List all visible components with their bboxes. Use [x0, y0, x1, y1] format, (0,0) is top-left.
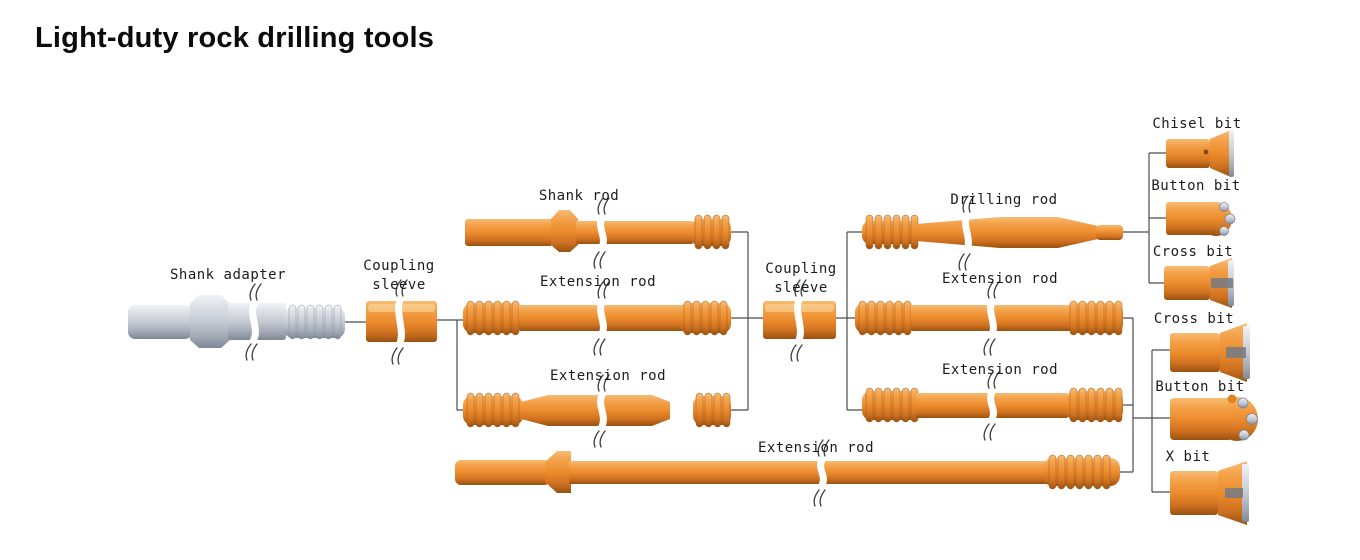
- connector-lines: [344, 152, 1170, 493]
- coupling-sleeve-2-label-line2: sleeve: [774, 280, 828, 296]
- x-bit: [1170, 461, 1249, 525]
- shank-adapter: [128, 295, 345, 348]
- coupling-sleeve-1-label-line1: Coupling: [363, 258, 435, 274]
- extension-rod-long: [455, 451, 1120, 493]
- cross-bit-top-label: Cross bit: [1152, 244, 1234, 260]
- drilling-rod: [862, 215, 1123, 249]
- chisel-bit-label: Chisel bit: [1152, 116, 1242, 132]
- extension-rod-mid-label: Extension rod: [539, 274, 657, 290]
- break-extension-rod-bottom: [593, 374, 610, 448]
- extension-rod-long-label: Extension rod: [757, 440, 875, 456]
- break-shank-adapter: [245, 283, 262, 361]
- button-bit-bottom: [1170, 394, 1258, 441]
- cross-bit-bottom: [1170, 323, 1250, 382]
- shank-adapter-label: Shank adapter: [169, 267, 287, 283]
- extension-rod-bottom-label: Extension rod: [549, 368, 667, 384]
- break-shank-rod: [593, 197, 610, 269]
- break-extension-rod-long: [813, 439, 830, 507]
- coupling-sleeve-1-label-line2: sleeve: [372, 277, 426, 293]
- x-bit-label: X bit: [1165, 449, 1211, 465]
- break-extension-rod-right-bottom: [983, 371, 1000, 441]
- extension-rod-right-bottom-label: Extension rod: [941, 362, 1059, 378]
- drilling-rod-label: Drilling rod: [950, 192, 1058, 208]
- shank-rod: [465, 210, 731, 252]
- page-title: Light-duty rock drilling tools: [35, 22, 435, 54]
- break-coupling-sleeve-1: [391, 279, 408, 365]
- shank-rod-label: Shank rod: [538, 188, 620, 204]
- extension-rod-bottom: [463, 392, 731, 428]
- cross-bit-bottom-label: Cross bit: [1153, 311, 1235, 327]
- button-bit-top-label: Button bit: [1151, 178, 1241, 194]
- extension-rod-right-mid-label: Extension rod: [941, 271, 1059, 287]
- extension-rod-mid: [463, 301, 731, 335]
- break-extension-rod-right-mid: [983, 281, 1000, 356]
- button-bit-bottom-label: Button bit: [1155, 379, 1245, 395]
- break-coupling-sleeve-2: [790, 279, 807, 362]
- chisel-bit: [1166, 130, 1234, 177]
- break-drilling-rod: [958, 195, 975, 271]
- button-bit-top: [1166, 202, 1236, 236]
- cross-bit-top: [1164, 258, 1234, 308]
- break-extension-rod-mid: [593, 281, 610, 356]
- break-marks: [245, 195, 1000, 507]
- coupling-sleeve-2-label-line1: Coupling: [765, 261, 837, 277]
